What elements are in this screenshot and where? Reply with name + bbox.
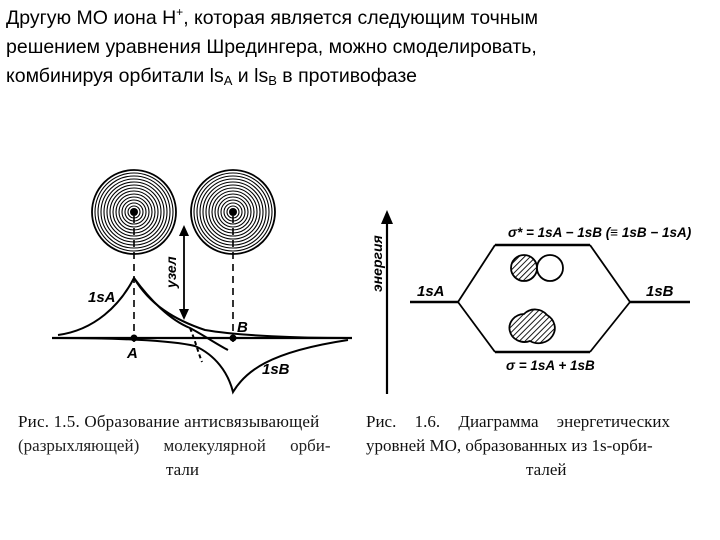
- caption-line: Рис. 1.5. Образование антисвязывающей: [18, 412, 320, 431]
- node-arrow-head-top: [179, 225, 189, 236]
- curve-1sA: [57, 275, 349, 339]
- curve-1sB: [59, 337, 349, 395]
- heading-line-1: Другую МО иона Н+, которая является след…: [6, 5, 538, 29]
- label-1sA: 1sA: [88, 289, 116, 306]
- label-node: узел: [163, 256, 179, 289]
- caption-line: уровней МО, образованных из 1s-орби-: [366, 436, 653, 455]
- connector-b-down: [589, 301, 631, 353]
- label-point-a: A: [126, 345, 138, 362]
- orbital-ring: [217, 196, 249, 228]
- orbital-ring: [118, 196, 150, 228]
- orbital-ring: [109, 187, 159, 237]
- node-dashed-line: [189, 327, 203, 363]
- orbital-ring: [94, 172, 174, 252]
- connector-a-up: [457, 244, 496, 303]
- figure-1-5: 1sA 1sB A B узел: [52, 169, 352, 395]
- caption-line: тали: [166, 460, 199, 479]
- caption-line: Рис. 1.6. Диаграмма энергетических: [366, 412, 670, 431]
- orbital-ring: [121, 199, 147, 225]
- label-point-b: B: [237, 319, 248, 336]
- orbital-ring: [196, 175, 270, 249]
- point-b: [229, 334, 237, 342]
- orbital-ring: [220, 199, 246, 225]
- orbital-circles-b: [190, 169, 276, 255]
- figure-1-6: энергия 1sA 1sB σ* = 1sA − 1sB (≡ 1sB − …: [369, 210, 692, 394]
- point-a: [130, 334, 138, 342]
- energy-axis-label: энергия: [369, 235, 385, 292]
- label-level-1sA: 1sA: [417, 283, 445, 300]
- antibonding-lobe-hatched: [510, 254, 538, 282]
- nucleus-b: [229, 208, 237, 216]
- orbital-ring: [193, 172, 273, 252]
- label-1sB: 1sB: [262, 361, 290, 378]
- connector-b-up: [589, 244, 631, 303]
- orbital-ring: [106, 184, 162, 240]
- caption-line: (разрыхляющей) молекулярной орби-: [18, 436, 331, 455]
- connector-a-down: [457, 301, 496, 353]
- label-bonding-eq: σ = 1sA + 1sB: [506, 358, 595, 373]
- heading-line-2: решением уравнения Шредингера, можно смо…: [6, 36, 537, 58]
- label-antibonding-eq: σ* = 1sA − 1sB (≡ 1sB − 1sA): [508, 225, 692, 240]
- orbital-ring: [208, 187, 258, 237]
- caption-figure-1-5: Рис. 1.5. Образование антисвязывающей (р…: [18, 410, 358, 482]
- antibonding-lobe-empty: [536, 254, 564, 282]
- label-level-1sB: 1sB: [646, 283, 674, 300]
- bonding-lobe-hatched: [508, 308, 556, 345]
- energy-axis-arrow: [381, 210, 393, 224]
- orbital-ring: [205, 184, 261, 240]
- heading-line-3: комбинируя орбитали lsA и lsB в противоф…: [6, 65, 417, 88]
- caption-figure-1-6: Рис. 1.6. Диаграмма энергетических уровн…: [366, 410, 696, 482]
- orbital-ring: [97, 175, 171, 249]
- node-arrow-head-bottom: [179, 309, 189, 320]
- curve-combined: [133, 277, 229, 351]
- slide-heading: Другую МО иона Н+, которая является след…: [6, 4, 711, 91]
- nucleus-a: [130, 208, 138, 216]
- caption-line: талей: [526, 460, 567, 479]
